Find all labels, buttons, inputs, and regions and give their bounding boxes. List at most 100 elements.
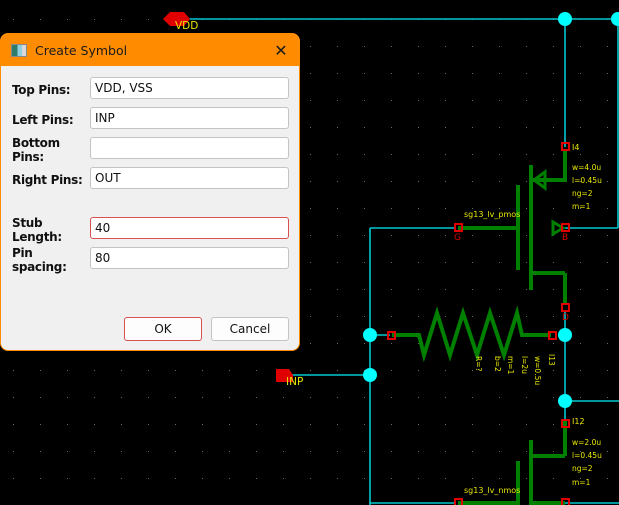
grid-dot xyxy=(526,208,527,209)
grid-dot xyxy=(364,181,365,182)
ok-button[interactable]: OK xyxy=(124,317,202,341)
grid-dot xyxy=(526,370,527,371)
grid-dot xyxy=(472,370,473,371)
grid-dot xyxy=(310,316,311,317)
junction-inp[interactable] xyxy=(363,368,377,382)
resistor[interactable] xyxy=(392,305,551,363)
pmos-gate-pin[interactable] xyxy=(454,223,463,232)
grid-dot xyxy=(607,478,608,479)
grid-dot xyxy=(364,235,365,236)
grid-dot xyxy=(553,478,554,479)
inp-pin-marker[interactable] xyxy=(276,369,293,382)
grid-dot xyxy=(553,289,554,290)
pmos-transistor[interactable] xyxy=(458,150,567,305)
resistor-param-w: w=0.5u xyxy=(533,356,542,385)
cancel-button[interactable]: Cancel xyxy=(211,317,289,341)
grid-dot xyxy=(391,181,392,182)
resistor-pin-right[interactable] xyxy=(548,331,557,340)
grid-dot xyxy=(310,181,311,182)
wires xyxy=(182,18,619,505)
close-icon[interactable]: ✕ xyxy=(274,40,288,60)
bottom-pins-input[interactable] xyxy=(90,137,289,159)
grid-dot xyxy=(364,316,365,317)
nmos-transistor[interactable] xyxy=(458,420,567,505)
grid-dot xyxy=(121,397,122,398)
pmos-source-pin[interactable] xyxy=(561,142,570,151)
grid-dot xyxy=(310,451,311,452)
grid-dot xyxy=(418,208,419,209)
grid-dot xyxy=(526,154,527,155)
grid-dot xyxy=(472,208,473,209)
grid-dot xyxy=(40,397,41,398)
top-pins-input[interactable] xyxy=(90,77,289,99)
grid-dot xyxy=(391,100,392,101)
stub-length-input[interactable] xyxy=(90,217,289,239)
grid-dot xyxy=(553,316,554,317)
grid-dot xyxy=(121,424,122,425)
resistor-instance-label: I13 xyxy=(547,354,556,366)
grid-dot xyxy=(67,19,68,20)
nmos-source-pin[interactable] xyxy=(561,498,570,505)
grid-dot xyxy=(175,370,176,371)
grid-dot xyxy=(310,127,311,128)
nmos-gate-pin[interactable] xyxy=(454,498,463,505)
pin-spacing-input[interactable] xyxy=(90,247,289,269)
grid-dot xyxy=(310,208,311,209)
grid-dot xyxy=(310,343,311,344)
grid-dot xyxy=(337,208,338,209)
grid-dot xyxy=(553,424,554,425)
grid-dot xyxy=(175,478,176,479)
grid-dot xyxy=(67,370,68,371)
grid-dot xyxy=(310,397,311,398)
grid-dot xyxy=(310,73,311,74)
junction-res-left[interactable] xyxy=(363,328,377,342)
junction-right-rail[interactable] xyxy=(611,12,619,26)
grid-dot xyxy=(445,208,446,209)
stub-length-label: Stub Length: xyxy=(12,216,62,244)
grid-dot xyxy=(445,181,446,182)
grid-dot xyxy=(445,370,446,371)
grid-dot xyxy=(445,316,446,317)
grid-dot xyxy=(553,100,554,101)
dialog-titlebar[interactable]: Create Symbol ✕ xyxy=(1,34,299,66)
pmos-bulk-pin[interactable] xyxy=(561,223,570,232)
grid-dot xyxy=(445,100,446,101)
nmos-drain-pin[interactable] xyxy=(561,419,570,428)
grid-dot xyxy=(391,208,392,209)
pmos-drain-pin[interactable] xyxy=(561,303,570,312)
grid-dot xyxy=(607,397,608,398)
right-pins-input[interactable] xyxy=(90,167,289,189)
grid-dot xyxy=(607,424,608,425)
dialog-title: Create Symbol xyxy=(35,42,128,58)
junction-vdd-top[interactable] xyxy=(558,12,572,26)
grid-dot xyxy=(499,127,500,128)
grid-dot xyxy=(202,397,203,398)
grid-dot xyxy=(526,181,527,182)
grid-dot xyxy=(499,451,500,452)
resistor-pin-left[interactable] xyxy=(387,331,396,340)
left-pins-input[interactable] xyxy=(90,107,289,129)
grid-dot xyxy=(418,100,419,101)
grid-dot xyxy=(256,397,257,398)
pmos-instance-label: I4 xyxy=(572,143,579,152)
grid-dot xyxy=(310,289,311,290)
grid-dot xyxy=(121,478,122,479)
grid-dot xyxy=(364,127,365,128)
grid-dot xyxy=(391,424,392,425)
grid-dot xyxy=(94,424,95,425)
grid-dot xyxy=(283,397,284,398)
grid-dot xyxy=(607,235,608,236)
vdd-pin-marker[interactable] xyxy=(163,12,190,26)
grid-dot xyxy=(148,397,149,398)
grid-dot xyxy=(580,424,581,425)
pmos-model-label: sg13_lv_pmos xyxy=(464,210,520,219)
grid-dot xyxy=(13,451,14,452)
grid-dot xyxy=(499,478,500,479)
junction-out[interactable] xyxy=(558,394,572,408)
junction-res-right[interactable] xyxy=(558,328,572,342)
grid-dot xyxy=(580,397,581,398)
grid-dot xyxy=(175,397,176,398)
grid-dot xyxy=(391,235,392,236)
grid-dot xyxy=(499,100,500,101)
